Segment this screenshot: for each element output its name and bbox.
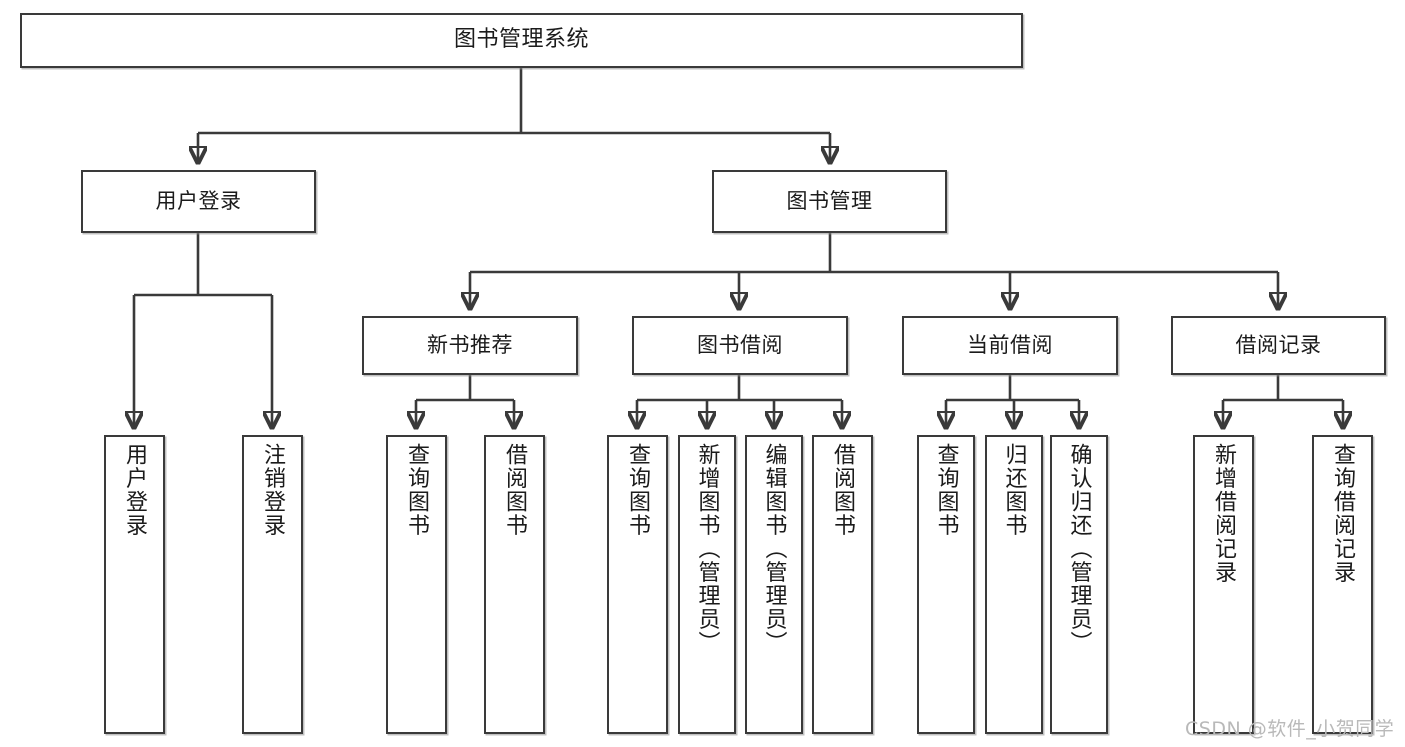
leaf-query-book-current[interactable]: 查询图书 [917,435,975,734]
node-label: 查询借阅记录 [1330,443,1356,584]
leaf-query-book-borrow[interactable]: 查询图书 [607,435,668,734]
node-user-login[interactable]: 用户登录 [81,170,316,233]
node-label: 用户登录 [122,443,148,537]
node-label: 查询图书 [404,443,430,537]
node-label: 归还图书 [1001,443,1027,537]
leaf-logout-login[interactable]: 注销登录 [242,435,303,734]
node-label: 查询图书 [625,443,651,537]
node-new-book-recommend[interactable]: 新书推荐 [362,316,578,375]
node-label: 当前借阅 [967,332,1053,357]
leaf-query-borrow-record[interactable]: 查询借阅记录 [1312,435,1373,734]
node-label: 图书管理系统 [453,27,589,53]
node-label: 新书推荐 [427,332,513,357]
leaf-return-book[interactable]: 归还图书 [985,435,1043,734]
node-current-borrow[interactable]: 当前借阅 [902,316,1118,375]
leaf-confirm-return-admin[interactable]: 确认归还（管理员） [1050,435,1108,734]
leaf-borrow-book-new-rec[interactable]: 借阅图书 [484,435,545,734]
node-book-borrow[interactable]: 图书借阅 [632,316,848,375]
node-book-management[interactable]: 图书管理 [712,170,947,233]
node-label: 确认归还（管理员） [1066,443,1092,655]
node-label: 新增图书（管理员） [694,443,720,655]
leaf-borrow-book-borrow[interactable]: 借阅图书 [812,435,873,734]
node-label: 新增借阅记录 [1211,443,1237,584]
node-label: 查询图书 [933,443,959,537]
node-label: 编辑图书（管理员） [761,443,787,655]
node-label: 注销登录 [260,443,286,537]
leaf-edit-book-admin[interactable]: 编辑图书（管理员） [745,435,803,734]
csdn-watermark: CSDN @软件_小贺同学 [1185,718,1395,740]
node-borrow-record[interactable]: 借阅记录 [1171,316,1386,375]
node-label: 用户登录 [155,188,242,213]
node-label: 借阅图书 [502,443,528,537]
leaf-query-book-new-rec[interactable]: 查询图书 [386,435,447,734]
leaf-add-book-admin[interactable]: 新增图书（管理员） [678,435,736,734]
node-label: 借阅图书 [830,443,856,537]
leaf-add-borrow-record[interactable]: 新增借阅记录 [1193,435,1254,734]
leaf-user-login[interactable]: 用户登录 [104,435,165,734]
node-label: 借阅记录 [1235,332,1322,357]
node-root-system[interactable]: 图书管理系统 [20,13,1023,68]
node-label: 图书管理 [786,188,873,213]
node-label: 图书借阅 [697,332,783,357]
